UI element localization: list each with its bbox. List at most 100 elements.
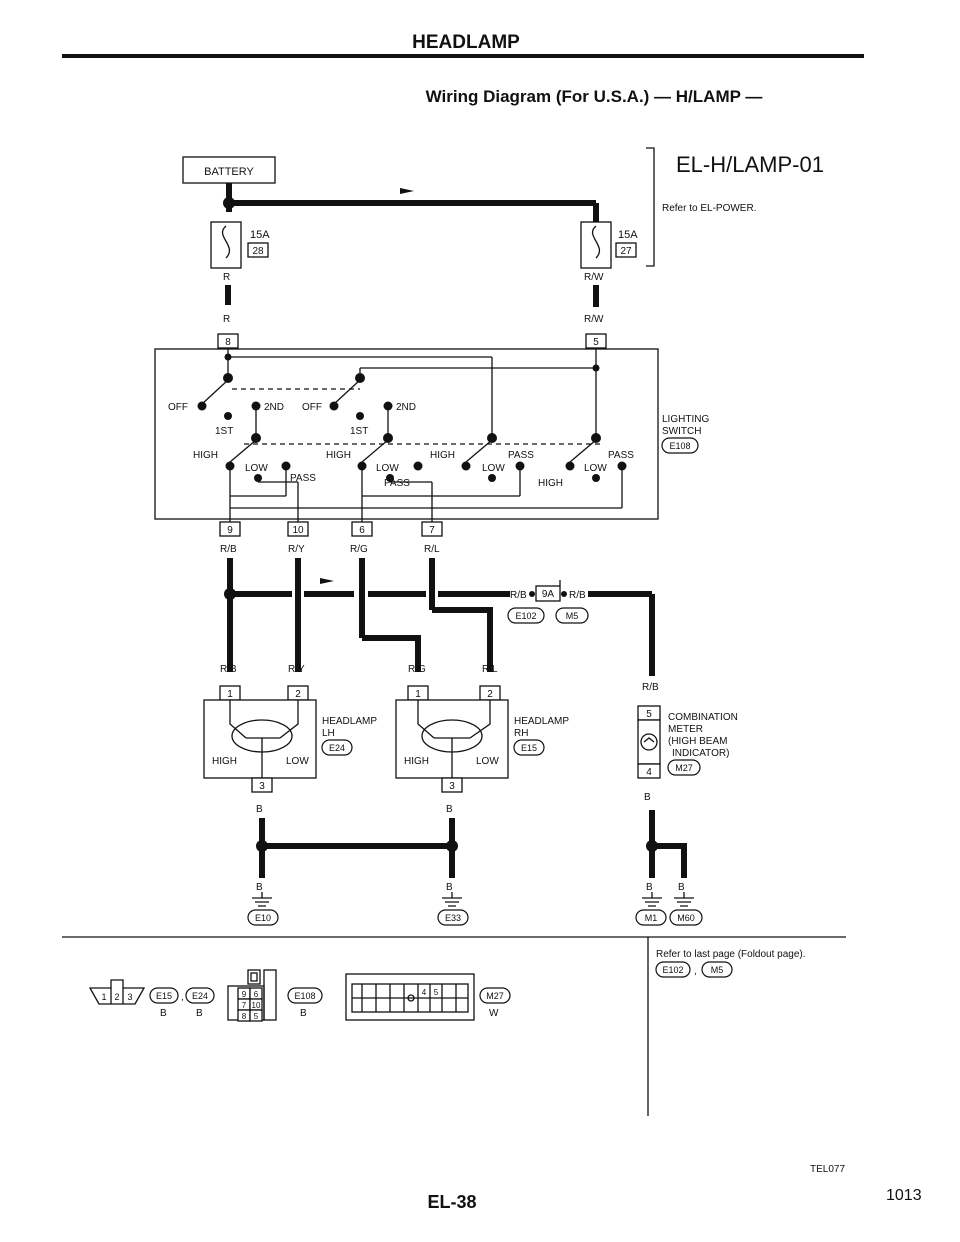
meter-conn: M27 [675, 763, 693, 773]
switch-label-pass: PASS [290, 473, 316, 484]
headlamp-lh-side: LH [322, 728, 335, 739]
lh-wire-ry: R/Y [288, 664, 305, 675]
ground-symbol-m60 [674, 892, 694, 907]
lighting-switch-label-1: LIGHTING [662, 414, 709, 425]
switch-contact [224, 412, 232, 420]
wire-color-rb: R/B [220, 544, 237, 555]
refer-power-note: Refer to EL-POWER. [662, 203, 756, 214]
meter-label-4: INDICATOR) [672, 748, 729, 759]
ground-e33-pill [437, 909, 469, 926]
figure-code: TEL077 [810, 1164, 845, 1175]
connector-b-pin: 9 [242, 990, 247, 999]
connector-c-pin-4: 4 [422, 988, 427, 997]
joint-conn-m5: M5 [566, 611, 579, 621]
meter-ground-b1: B [646, 882, 653, 893]
meter-wire-b: B [644, 792, 651, 803]
switch-label-low: LOW [584, 463, 607, 474]
switch-pin-7: 7 [429, 525, 435, 536]
switch-label-pass: PASS [608, 450, 634, 461]
switch-contact [592, 474, 600, 482]
switch-label-low: LOW [376, 463, 399, 474]
flow-arrow-mid [320, 578, 334, 584]
rh-ground-splice [446, 840, 458, 852]
joint-9a: 9A [542, 589, 555, 600]
joint-wire-rb-left: R/B [510, 590, 527, 601]
meter-label-3: (HIGH BEAM [668, 736, 727, 747]
headlamp-lh-filament [229, 700, 299, 790]
switch-label-low: LOW [245, 463, 268, 474]
switch-contact [617, 461, 627, 471]
power-bracket [646, 147, 655, 267]
lh-pin-3: 3 [259, 781, 265, 792]
ground-m60: M60 [677, 913, 695, 923]
connector-c-key [407, 994, 415, 1002]
connector-c-outline [345, 973, 475, 1021]
meter-pin-4-box [637, 763, 661, 779]
connector-a-name-pill [185, 987, 215, 1004]
refer-conn-pill [655, 961, 691, 978]
switch-pin-10: 10 [292, 525, 304, 536]
switch-pin-8: 8 [225, 337, 231, 348]
rh-low-label: LOW [476, 756, 499, 767]
switch-arm [361, 439, 389, 463]
switch-label-high: HIGH [430, 450, 455, 461]
switch-contact [383, 401, 393, 411]
switch-node [591, 433, 601, 443]
lh-ground-wire-b: B [256, 882, 263, 893]
connector-c-pin-5: 5 [434, 988, 439, 997]
switch-node [223, 373, 233, 383]
lh-low-label: LOW [286, 756, 309, 767]
wire-color-rg: R/G [350, 544, 368, 555]
switch-label-high: HIGH [193, 450, 218, 461]
joint-conn-pill [507, 607, 545, 624]
connector-b-tab [263, 969, 277, 1021]
headlamp-rh-conn: E15 [521, 743, 537, 753]
switch-pin-10-box [287, 521, 309, 537]
switch-node [592, 364, 600, 372]
connector-b-name-pill [287, 987, 323, 1004]
switch-pin-9-box [219, 521, 241, 537]
meter-pin-5: 5 [646, 709, 652, 720]
switch-arm [569, 439, 597, 463]
switch-contact [254, 474, 262, 482]
meter-label-1: COMBINATION [668, 712, 738, 723]
connector-b-pin: 6 [254, 990, 259, 999]
rh-wire-b: B [446, 804, 453, 815]
lh-pin-1: 1 [227, 689, 233, 700]
connector-c-color: W [489, 1008, 499, 1019]
switch-label-high: HIGH [326, 450, 351, 461]
page-number: 1013 [886, 1187, 922, 1204]
switch-label-2nd: 2ND [264, 402, 284, 413]
connector-b-name: E108 [294, 991, 315, 1001]
connector-a-pin-1: 1 [101, 992, 106, 1002]
connector-a-color-2: B [196, 1008, 203, 1019]
switch-label-high: HIGH [538, 478, 563, 489]
connector-b-pin: 7 [242, 1001, 247, 1010]
headlamp-lh-conn: E24 [329, 743, 345, 753]
headlamp-rh-name: HEADLAMP [514, 716, 569, 727]
switch-label-1st: 1ST [215, 426, 233, 437]
refer-last-page: Refer to last page (Foldout page). [656, 949, 806, 960]
switch-label-off: OFF [168, 402, 188, 413]
rh-pin-3: 3 [449, 781, 455, 792]
rh-pin-2: 2 [487, 689, 493, 700]
switch-contact [356, 412, 364, 420]
connector-b-pin: 10 [252, 1001, 261, 1010]
wire-color-rw-bottom: R/W [584, 314, 604, 325]
rh-pin-1: 1 [415, 689, 421, 700]
meter-conn-pill [667, 759, 701, 776]
lh-high-label: HIGH [212, 756, 237, 767]
switch-contact [488, 474, 496, 482]
lighting-switch-conn-pill [661, 437, 699, 454]
joint-dot [561, 591, 567, 597]
rh-high-label: HIGH [404, 756, 429, 767]
fuse-right-num-box [615, 242, 637, 258]
high-beam-indicator-icon [640, 733, 658, 751]
lh-pin-3-box [251, 777, 273, 793]
switch-node [251, 433, 261, 443]
switch-contact [225, 461, 235, 471]
diagram-code: EL-H/LAMP-01 [676, 152, 824, 177]
lh-pin-2: 2 [295, 689, 301, 700]
connector-a-sep: , [181, 992, 184, 1003]
